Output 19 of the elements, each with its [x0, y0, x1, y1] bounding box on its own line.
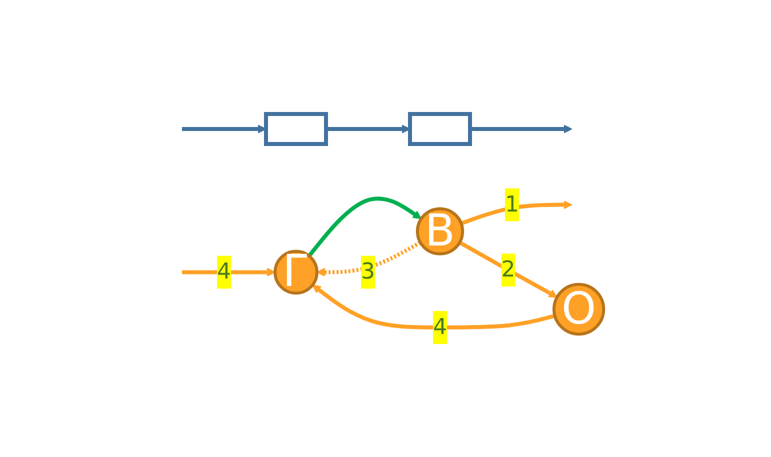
arrow: [312, 284, 556, 329]
arrow: [458, 240, 558, 298]
node-circle: Г: [273, 249, 318, 294]
edge-label: 2: [500, 257, 515, 282]
arrow: [182, 267, 276, 276]
arrow: [460, 200, 572, 225]
arrow: [470, 124, 572, 133]
arrow: [307, 196, 422, 257]
edge-label: 1: [504, 192, 519, 217]
edge-label: 4: [432, 314, 447, 340]
arrow: [326, 124, 410, 133]
node-box: [408, 112, 472, 146]
arrow: [316, 240, 422, 276]
node-circle: В: [416, 206, 464, 255]
node-box: [264, 112, 328, 146]
arrow: [182, 124, 266, 133]
edge-label: 4: [216, 259, 231, 284]
node-circle: О: [552, 282, 605, 336]
edge-label: 3: [360, 259, 375, 284]
